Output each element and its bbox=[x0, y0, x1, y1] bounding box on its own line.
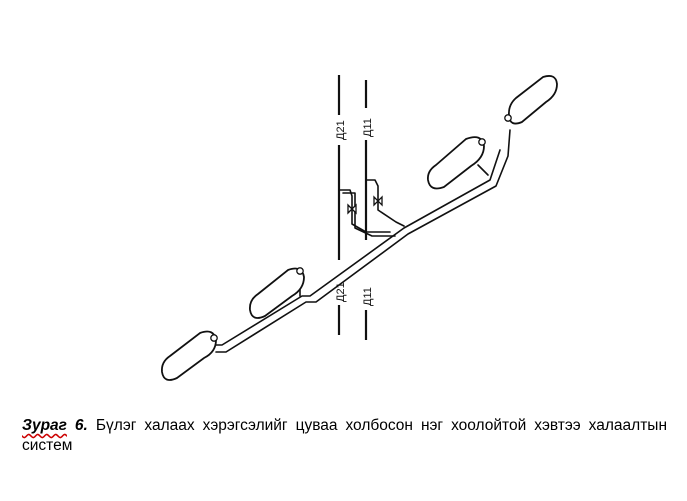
riser-d21: Д21 Д21 bbox=[335, 75, 347, 335]
figure-word: Зураг bbox=[22, 417, 67, 434]
riser-label-d21-bottom: Д21 bbox=[335, 282, 347, 302]
figure-label: Зураг 6. bbox=[22, 417, 88, 434]
valve-icon bbox=[478, 138, 486, 146]
valve-icon bbox=[504, 114, 512, 122]
figure-number: 6. bbox=[66, 417, 88, 434]
valve-icon bbox=[373, 195, 383, 207]
radiator-3 bbox=[427, 136, 485, 190]
riser-label-d21-top: Д21 bbox=[335, 120, 347, 140]
heating-system-diagram: Д21 Д21 Д11 Д11 bbox=[161, 75, 558, 381]
valve-icon bbox=[296, 267, 304, 275]
radiator-4 bbox=[507, 75, 558, 125]
figure-caption: Зураг 6. Бүлэг халаах хэрэгсэлийг цуваа … bbox=[22, 416, 667, 456]
radiator-1 bbox=[161, 330, 217, 381]
valves bbox=[210, 114, 512, 342]
riser-label-d11-bottom: Д11 bbox=[362, 287, 374, 306]
valve-icon bbox=[210, 334, 218, 342]
riser-label-d11-top: Д11 bbox=[362, 118, 374, 137]
riser-d11: Д11 Д11 bbox=[362, 80, 374, 340]
caption-text: Бүлэг халаах хэрэгсэлийг цуваа холбосон … bbox=[22, 417, 667, 454]
valve-icon bbox=[347, 203, 357, 215]
riser-connections bbox=[338, 179, 405, 237]
